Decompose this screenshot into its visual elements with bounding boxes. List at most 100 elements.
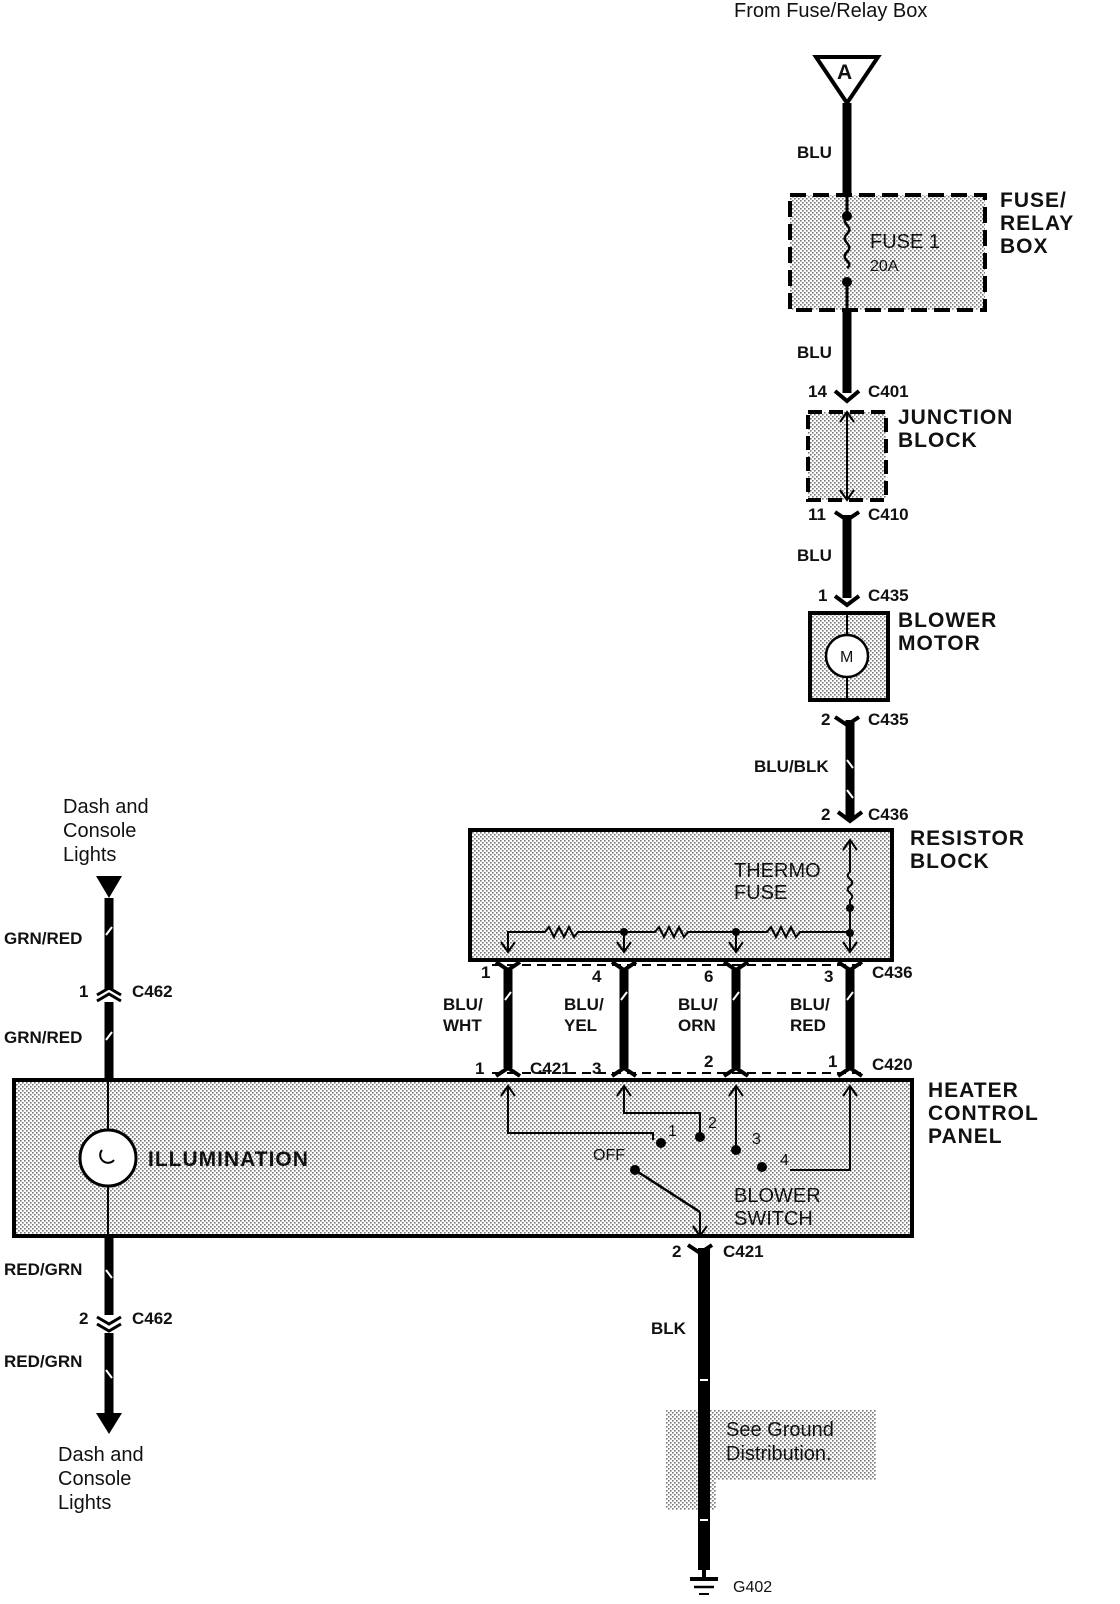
pin-number: 2: [672, 1242, 681, 1261]
pin-number: 1: [828, 1052, 837, 1071]
dash-lights-input-arrow: [96, 876, 122, 898]
speed-wires: [503, 968, 855, 1068]
fuse-relay-box-label-2: RELAY: [1000, 212, 1074, 235]
connector-name: C436: [872, 963, 913, 982]
blower-motor-label-2: MOTOR: [898, 632, 981, 655]
dash-lights-top-1: Dash and: [63, 796, 149, 818]
connector-c436-pin-2: 2 C436: [821, 805, 909, 824]
source-label: From Fuse/Relay Box: [734, 0, 927, 22]
pin-number: 1: [475, 1059, 484, 1078]
fuse-1-symbol: [843, 215, 851, 269]
motor-symbol: [824, 633, 870, 679]
thermo-fuse-label-2: FUSE: [734, 882, 787, 904]
junction-block-label-1: JUNCTION: [898, 406, 1013, 429]
blower-switch-label-1: BLOWER: [734, 1185, 821, 1207]
heater-control-panel: OFF 1 2 3 4 BLOWER SWITCH ILLUMINATION: [12, 1078, 914, 1238]
wire-label-blu-orn-2: ORN: [678, 1016, 716, 1035]
illumination-bulb-icon: [78, 1128, 138, 1188]
connector-c410: 11 C410: [808, 505, 909, 524]
source-connector-a: A: [812, 55, 882, 107]
pin-number: 2: [821, 805, 830, 824]
switch-position-2: 2: [708, 1115, 717, 1132]
illumination-label: ILLUMINATION: [148, 1148, 309, 1171]
junction-block: [806, 410, 888, 502]
connector-name: C410: [868, 505, 909, 524]
pin-number: 2: [821, 710, 830, 729]
fuse-relay-box-label-3: BOX: [1000, 235, 1049, 258]
wire-label-red-grn: RED/GRN: [4, 1352, 82, 1371]
resistor-ladder: [507, 924, 850, 940]
heater-control-panel-label-2: CONTROL: [928, 1102, 1039, 1125]
wire-label-blu-blk: BLU/BLK: [754, 757, 829, 776]
ground-note-line-1: See Ground: [726, 1419, 834, 1441]
wire-label-blu-orn-1: BLU/: [678, 995, 718, 1014]
connector-name: C420: [872, 1055, 913, 1074]
connector-name: C462: [132, 982, 173, 1001]
connector-name: C421: [723, 1242, 764, 1261]
wire-label-red-grn: RED/GRN: [4, 1260, 82, 1279]
ground-name: G402: [733, 1579, 772, 1596]
pin-number: 6: [704, 967, 713, 986]
thermo-fuse-symbol: [846, 840, 854, 935]
pin-number: 4: [592, 967, 602, 986]
connector-c462-pin-1: 1 C462: [79, 982, 173, 1003]
dash-lights-bottom-2: Console: [58, 1468, 131, 1490]
resistor-block-label-2: BLOCK: [910, 850, 990, 873]
connector-c421-pin-2: 2 C421: [672, 1242, 764, 1261]
source-connector-letter: A: [837, 61, 853, 84]
connector-name: C435: [868, 710, 909, 729]
wire-tick-marks: [105, 759, 854, 1521]
pin-number: 1: [481, 963, 490, 982]
connector-c462-pin-2: 2 C462: [79, 1309, 173, 1333]
switch-position-4: 4: [780, 1152, 789, 1169]
resistor-block-label-1: RESISTOR: [910, 827, 1025, 850]
heater-control-panel-label-1: HEATER: [928, 1079, 1019, 1102]
connector-c421-c420: 1 3 C421 2 1 C420: [475, 1052, 913, 1078]
dash-lights-top-2: Console: [63, 820, 136, 842]
wire-label-blu: BLU: [797, 546, 832, 565]
connector-c401: 14 C401: [808, 382, 909, 404]
heater-control-panel-label-3: PANEL: [928, 1125, 1003, 1148]
wire-label-blu: BLU: [797, 143, 832, 162]
fuse-name: FUSE 1: [870, 231, 940, 253]
junction-block-label-2: BLOCK: [898, 429, 978, 452]
wire-label-blu: BLU: [797, 343, 832, 362]
wire-label-blu-red-1: BLU/: [790, 995, 830, 1014]
switch-position-3: 3: [752, 1131, 761, 1148]
fuse-relay-box: FUSE 1 20A: [788, 193, 987, 312]
wire-label-grn-red: GRN/RED: [4, 1028, 82, 1047]
connector-name: C462: [132, 1309, 173, 1328]
fuse-rating: 20A: [870, 258, 899, 275]
fuse-relay-box-label-1: FUSE/: [1000, 189, 1067, 212]
motor-symbol-letter: M: [840, 649, 853, 666]
dash-lights-bottom-3: Lights: [58, 1492, 111, 1514]
dash-lights-top-3: Lights: [63, 844, 116, 866]
blower-motor: M: [808, 611, 890, 702]
switch-position-off: OFF: [593, 1147, 625, 1164]
wire-label-blu-wht-2: WHT: [443, 1016, 482, 1035]
pin-number: 14: [808, 382, 827, 401]
connector-name: C435: [868, 586, 909, 605]
connector-c435-pin-1: 1 C435: [818, 586, 909, 608]
pin-number: 1: [818, 586, 827, 605]
pin-number: 11: [808, 505, 826, 524]
dash-lights-bottom-1: Dash and: [58, 1444, 144, 1466]
pin-number: 3: [824, 967, 833, 986]
connector-name: C401: [868, 382, 909, 401]
ground-g402: G402: [690, 1570, 772, 1596]
pin-number: 2: [704, 1052, 713, 1071]
blower-switch-label-2: SWITCH: [734, 1208, 813, 1230]
resistor-block: THERMO FUSE: [468, 828, 894, 962]
dash-lights-output-arrow: [96, 1413, 122, 1434]
blower-switch-blade: [634, 1168, 701, 1214]
wire-label-blu-red-2: RED: [790, 1016, 826, 1035]
thermo-fuse-label-1: THERMO: [734, 860, 821, 882]
connector-name: C436: [868, 805, 909, 824]
pin-number: 3: [592, 1059, 601, 1078]
wire-label-blk: BLK: [651, 1319, 687, 1338]
connector-name: C421: [530, 1059, 571, 1078]
switch-position-1: 1: [668, 1123, 677, 1140]
pin-number: 1: [79, 982, 88, 1001]
connector-c435-pin-2: 2 C435: [821, 710, 909, 729]
